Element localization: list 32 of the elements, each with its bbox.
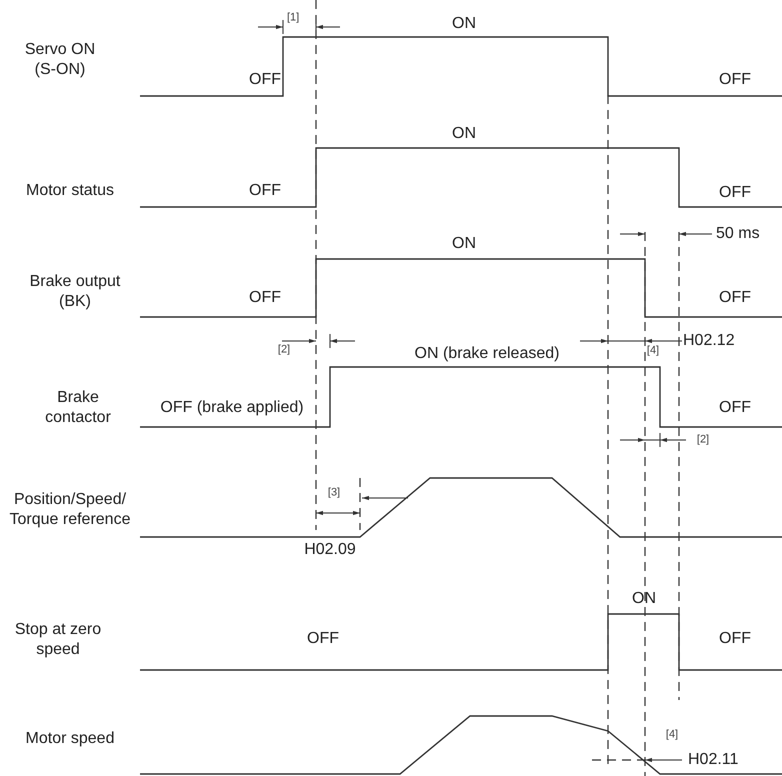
state-label: OFF (brake applied)	[160, 398, 304, 418]
parameter-label: H02.11	[688, 750, 738, 770]
parameter-label: H02.09	[304, 540, 356, 560]
state-label: OFF	[719, 70, 751, 90]
callout-number: [2]	[278, 344, 290, 356]
state-label: OFF	[719, 398, 751, 418]
time-value: 50 ms	[716, 224, 760, 244]
state-label: ON	[632, 589, 656, 609]
state-label: OFF	[719, 629, 751, 649]
signal-name: Stop at zero speed	[14, 620, 102, 660]
signal-name: Brake contactor	[44, 388, 112, 428]
state-label: OFF	[249, 288, 281, 308]
callout-number: [4]	[646, 344, 660, 358]
state-label: ON	[452, 234, 476, 254]
state-label: OFF	[719, 183, 751, 203]
state-label: OFF	[719, 288, 751, 308]
state-label: ON (brake released)	[414, 344, 560, 364]
signal-name: Brake output (BK)	[28, 272, 122, 312]
state-label: ON	[452, 124, 476, 144]
signal-name: Servo ON (S-ON)	[24, 40, 96, 80]
signal-name: Motor status	[26, 181, 114, 201]
state-label: OFF	[249, 181, 281, 201]
callout-number: [2]	[696, 434, 710, 446]
callout-number: [4]	[666, 728, 678, 742]
callout-number: [1]	[287, 12, 300, 24]
state-label: OFF	[307, 629, 339, 649]
callout-number: [3]	[328, 486, 340, 500]
state-label: OFF	[249, 70, 281, 90]
parameter-label: H02.12	[683, 331, 735, 351]
signal-name: Position/Speed/ Torque reference	[8, 490, 132, 530]
state-label: ON	[452, 14, 476, 34]
signal-name: Motor speed	[26, 729, 114, 749]
